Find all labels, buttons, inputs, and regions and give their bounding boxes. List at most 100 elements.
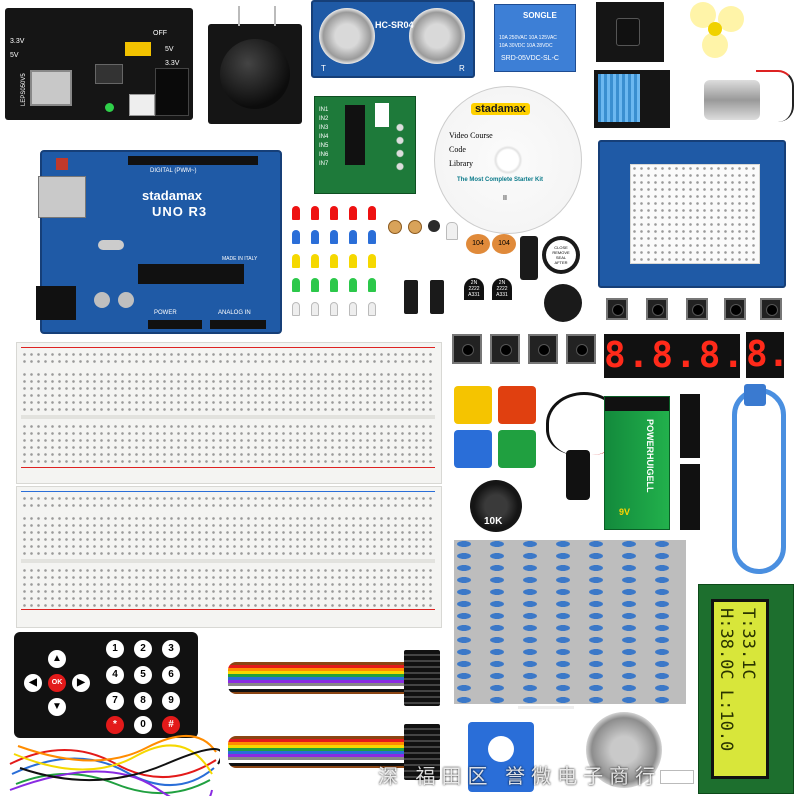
battery-voltage: 9V [619, 507, 631, 517]
usb-cable-plug [744, 384, 766, 406]
power-module-code: LEPS050V5 [21, 73, 27, 106]
power-label-3v3-right: 3.3V [165, 60, 180, 67]
ir-receiver-module [596, 2, 664, 62]
ultrasonic-pin-t: T [321, 64, 326, 73]
resistor-set [454, 540, 686, 704]
dc-jack [155, 68, 189, 116]
remote-key-0: 0 [134, 716, 152, 734]
battery-brand: POWERHUIGELL [645, 419, 655, 493]
cd-line-1: Video Course [449, 131, 493, 140]
tactile-button [646, 298, 668, 320]
lcd-screen: T:33.1C H:38.0C L:10.0 [711, 599, 769, 779]
thermistor [428, 220, 440, 232]
remote-up-button: ▲ [48, 650, 66, 668]
atmega-chip [138, 264, 244, 284]
joystick-knob [220, 39, 290, 109]
green-led [368, 278, 376, 292]
transistor-text-2: 2222 [496, 286, 508, 292]
lcd-line-1: T:33.1C [738, 608, 758, 680]
red-led [368, 206, 376, 220]
relay-spec-1: 10A 250VAC 10A 125VAC [499, 35, 557, 41]
remote-key-5: 5 [134, 666, 152, 684]
passive-buzzer [544, 284, 582, 322]
remote-ok-button: OK [48, 674, 66, 692]
tactile-button [686, 298, 708, 320]
made-in-label: MADE IN ITALY [222, 256, 258, 262]
arduino-brand: stadamax [142, 188, 202, 203]
green-led [311, 278, 319, 292]
dc-barrel-jack [36, 286, 76, 320]
tactile-button [528, 334, 558, 364]
remote-dpad: ▲ ◀ OK ▶ ▼ [24, 650, 90, 716]
photoresistor [408, 220, 422, 234]
tactile-button [566, 334, 596, 364]
uln2003-chip [345, 105, 365, 165]
dupont-connectors [404, 724, 440, 780]
stepper-driver-board: IN1 IN2 IN3 IN4 IN5 IN6 IN7 [314, 96, 416, 194]
dupont-connectors [404, 650, 440, 706]
analog-header [210, 320, 266, 329]
remote-down-button: ▼ [48, 698, 66, 716]
four-digit-7segment: 8.8.8.8. [604, 334, 791, 378]
servo-horns [518, 706, 574, 727]
remote-key-4: 4 [106, 666, 124, 684]
buzzer-sticker-3: SEAL [555, 255, 567, 260]
remote-key-star: * [106, 716, 124, 734]
tactile-button [724, 298, 746, 320]
blue-led [368, 230, 376, 244]
white-led [292, 302, 300, 316]
voltage-regulator [95, 64, 123, 84]
lcd-line-2: H:38.0C L:10.0 [716, 608, 736, 752]
keycap-green [498, 430, 536, 468]
prototype-shield [598, 140, 786, 288]
blue-led [330, 230, 338, 244]
tactile-button [490, 334, 520, 364]
transistor-text-3: A331 [468, 292, 480, 298]
dht11-sensor [598, 74, 640, 122]
joystick-module [208, 6, 302, 124]
remote-key-9: 9 [162, 692, 180, 710]
remote-left-button: ◀ [24, 674, 42, 692]
yellow-jumper [125, 42, 151, 56]
relay-model: SRD-05VDC-SL-C [501, 55, 559, 62]
driver-leds [395, 121, 405, 175]
ultrasonic-transducer-r [409, 8, 465, 64]
driver-pin-in2: IN2 [319, 116, 329, 122]
dupont-ribbon-cable [228, 736, 424, 768]
ic-chip [680, 394, 700, 458]
yellow-led [349, 254, 357, 268]
red-led [330, 206, 338, 220]
power-led [105, 103, 114, 112]
power-switch [129, 94, 155, 116]
ultrasonic-pin-r: R [459, 64, 465, 73]
driver-pin-in7: IN7 [319, 161, 329, 167]
red-led [311, 206, 319, 220]
tactile-button [606, 298, 628, 320]
green-led [349, 278, 357, 292]
ceramic-capacitor: 104 [492, 234, 516, 254]
relay-spec-2: 10A 30VDC 10A 28VDC [499, 43, 553, 49]
remote-right-button: ▶ [72, 674, 90, 692]
driver-pin-in3: IN3 [319, 125, 329, 131]
joystick-pins [238, 6, 276, 26]
cd-tagline: The Most Complete Starter Kit [457, 177, 544, 183]
buzzer-sticker-4: AFTER [554, 260, 568, 265]
relay: SONGLE 10A 250VAC 10A 125VAC 10A 30VDC 1… [494, 4, 576, 72]
ultrasonic-transducer-t [319, 8, 375, 64]
cd-disc-no: II [503, 195, 507, 202]
remote-key-8: 8 [134, 692, 152, 710]
yellow-led [311, 254, 319, 268]
white-led [330, 302, 338, 316]
green-led [292, 278, 300, 292]
ir-remote: ▲ ◀ OK ▶ ▼ 1 4 7 * 2 5 8 0 3 6 9 # [14, 632, 198, 738]
electrolytic-capacitor [430, 280, 444, 314]
green-led [330, 278, 338, 292]
remote-key-2: 2 [134, 640, 152, 658]
yellow-led [330, 254, 338, 268]
ceramic-capacitor-value: 104 [498, 240, 510, 247]
potentiometer-value: 10K [484, 516, 503, 527]
power-label-5v-right: 5V [165, 46, 174, 53]
driver-pin-in5: IN5 [319, 143, 329, 149]
single-digit-7segment: 8. [746, 332, 789, 378]
tactile-button [452, 334, 482, 364]
